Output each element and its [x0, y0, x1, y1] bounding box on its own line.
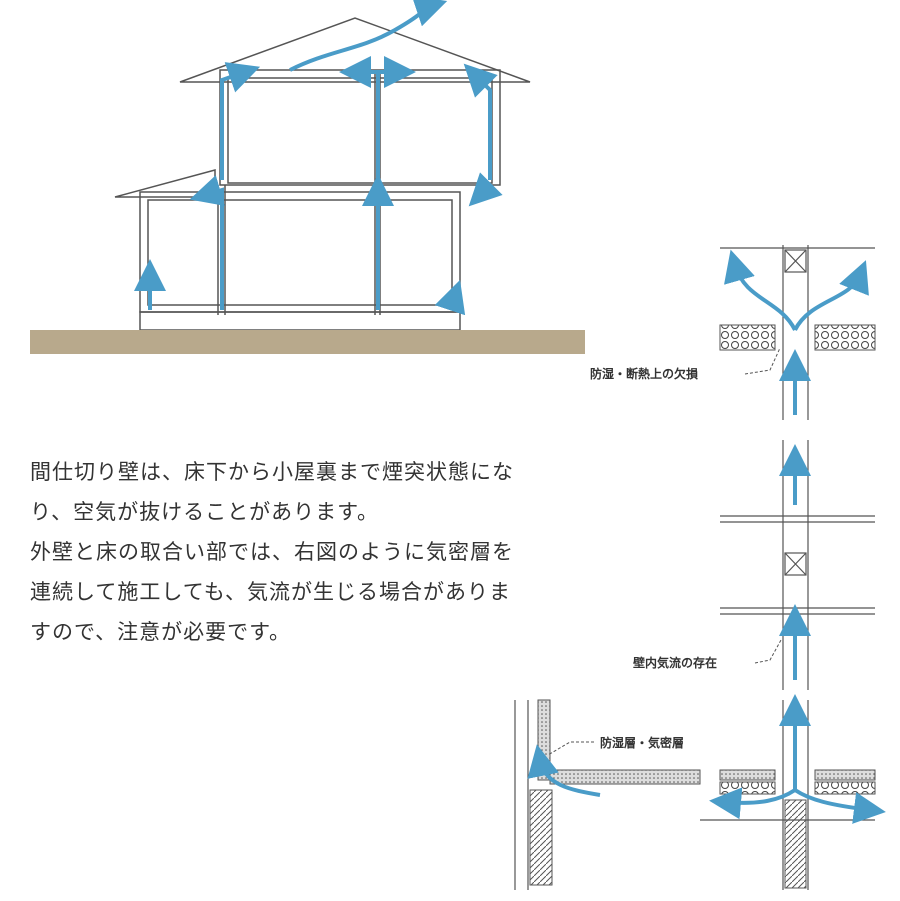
label-barrier: 防湿層・気密層	[600, 736, 685, 750]
wall-details	[514, 245, 875, 890]
label-defect: 防湿・断熱上の欠損	[590, 367, 699, 381]
description-line: 外壁と床の取合い部では、右図のように気密層を	[30, 540, 514, 564]
description-line: すので、注意が必要です。	[30, 620, 292, 644]
ground	[30, 330, 585, 354]
description-line: 連続して施工しても、気流が生じる場合がありま	[30, 580, 512, 604]
house	[114, 17, 531, 331]
detail-airflow-arrows	[527, 249, 886, 824]
description-line: 間仕切り壁は、床下から小屋裏まで煙突状態にな	[30, 460, 514, 484]
description-line: り、空気が抜けることがあります。	[30, 500, 380, 524]
label-wall-airflow: 壁内気流の存在	[633, 656, 718, 670]
house-airflow-arrows	[134, 0, 503, 316]
description-text: 間仕切り壁は、床下から小屋裏まで煙突状態にな り、空気が抜けることがあります。 …	[30, 452, 514, 652]
